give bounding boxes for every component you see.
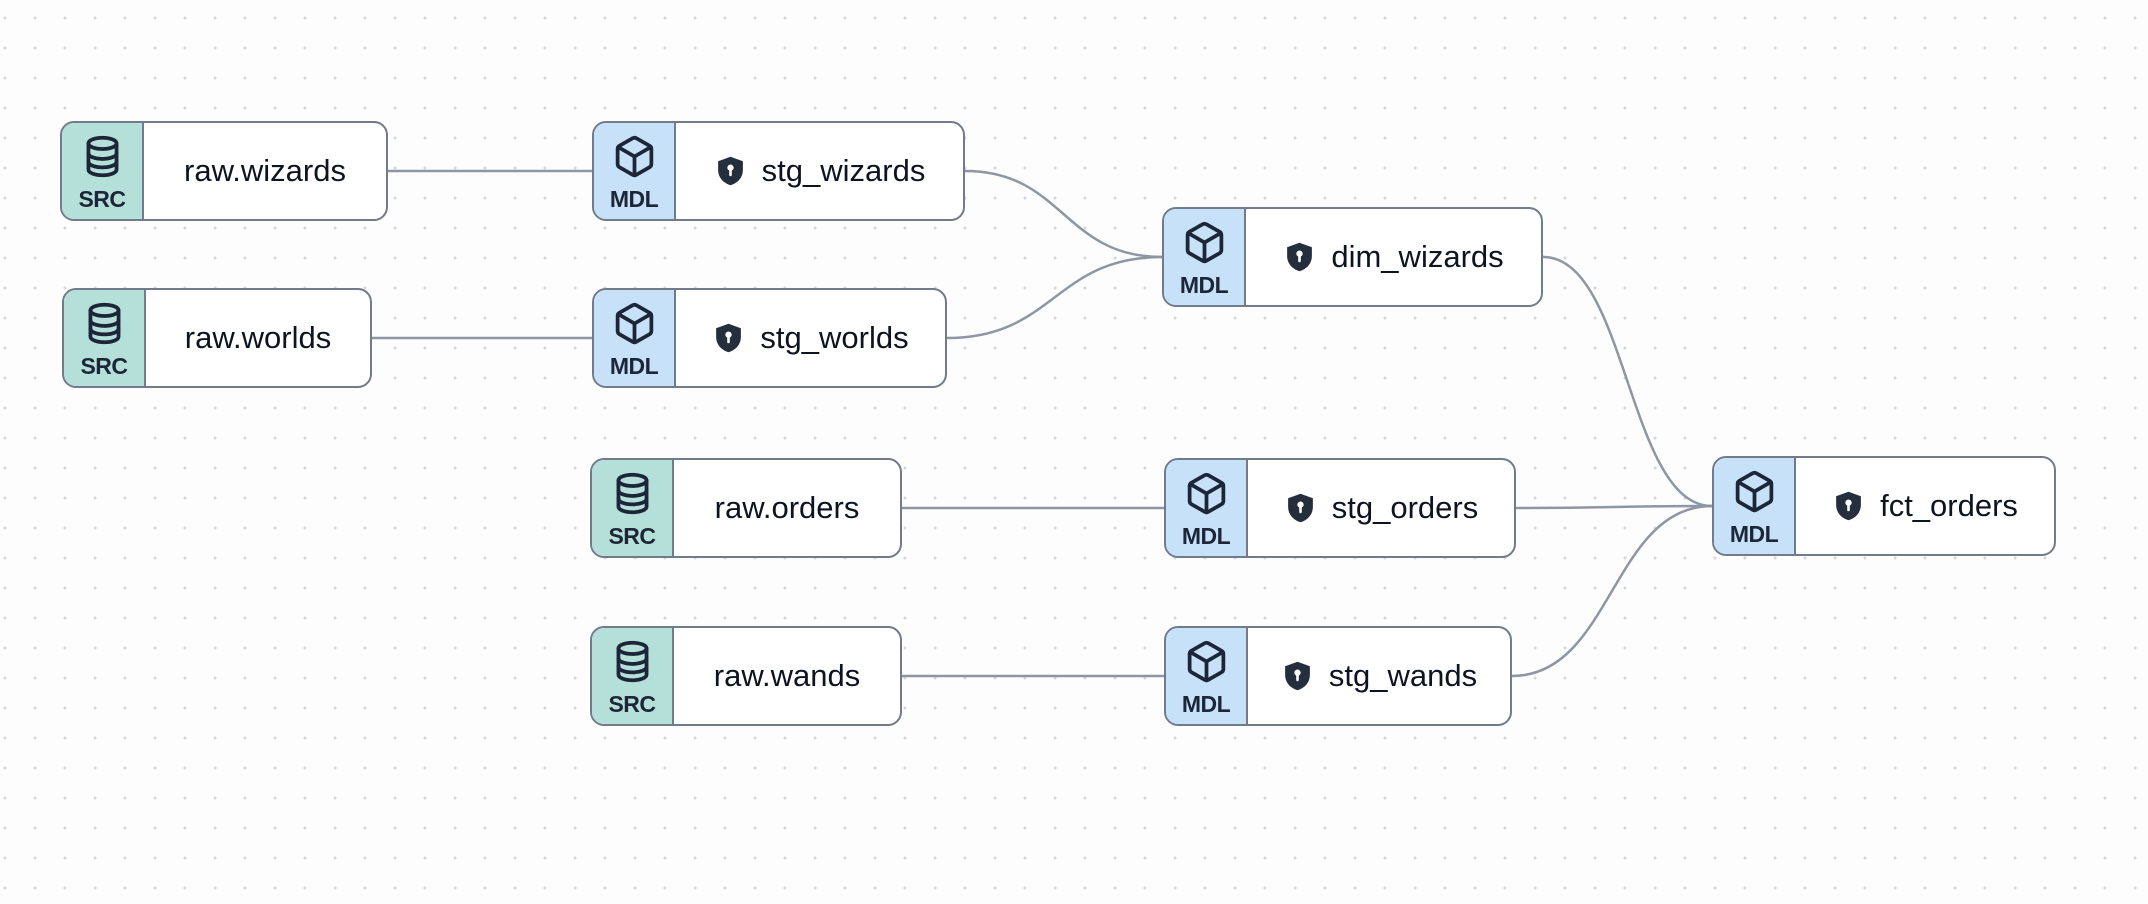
- database-icon: [82, 301, 127, 346]
- node-dim-wizards[interactable]: MDL dim_wizards: [1162, 207, 1543, 307]
- node-body: raw.orders: [674, 460, 900, 556]
- database-icon: [80, 134, 125, 179]
- model-type-panel: MDL: [1714, 458, 1796, 554]
- cube-icon: [1182, 220, 1227, 265]
- source-type-panel: SRC: [592, 628, 674, 724]
- node-stg-wands[interactable]: MDL stg_wands: [1164, 626, 1512, 726]
- node-type-badge: MDL: [1179, 272, 1229, 298]
- source-type-panel: SRC: [64, 290, 146, 386]
- node-label: dim_wizards: [1331, 239, 1504, 274]
- node-raw-wizards[interactable]: SRC raw.wizards: [60, 121, 388, 221]
- node-body: stg_worlds: [676, 290, 945, 386]
- edge-stg_orders-to-fct_orders: [1515, 504, 1713, 510]
- node-raw-worlds[interactable]: SRC raw.worlds: [62, 288, 372, 388]
- node-body: raw.wizards: [144, 123, 386, 219]
- edge-dim_wizards-to-fct_orders: [1542, 255, 1713, 508]
- node-type-badge: MDL: [1181, 691, 1231, 717]
- node-stg-wizards[interactable]: MDL stg_wizards: [592, 121, 965, 221]
- cube-icon: [612, 134, 657, 179]
- node-raw-wands[interactable]: SRC raw.wands: [590, 626, 902, 726]
- node-stg-orders[interactable]: MDL stg_orders: [1164, 458, 1516, 558]
- node-body: stg_wands: [1248, 628, 1510, 724]
- shield-lock-icon: [1284, 490, 1317, 526]
- cube-icon: [1184, 471, 1229, 516]
- node-label: raw.worlds: [184, 320, 332, 355]
- node-stg-worlds[interactable]: MDL stg_worlds: [592, 288, 947, 388]
- shield-lock-icon: [1283, 239, 1316, 275]
- node-body: stg_orders: [1248, 460, 1514, 556]
- shield-lock-icon: [712, 320, 745, 356]
- database-icon: [610, 639, 655, 684]
- node-label: stg_wands: [1328, 658, 1478, 693]
- source-type-panel: SRC: [592, 460, 674, 556]
- node-type-badge: MDL: [609, 353, 659, 379]
- shield-lock-icon: [1832, 488, 1865, 524]
- node-type-badge: SRC: [80, 353, 128, 379]
- node-label: raw.wizards: [184, 153, 346, 188]
- shield-lock-icon: [1281, 658, 1314, 694]
- model-type-panel: MDL: [1166, 460, 1248, 556]
- node-type-badge: MDL: [609, 186, 659, 212]
- node-type-badge: SRC: [608, 691, 656, 717]
- source-type-panel: SRC: [62, 123, 144, 219]
- node-label: stg_wizards: [761, 153, 926, 188]
- model-type-panel: MDL: [594, 123, 676, 219]
- edge-stg_worlds-to-dim_wizards: [946, 255, 1163, 340]
- node-type-badge: MDL: [1729, 521, 1779, 547]
- node-raw-orders[interactable]: SRC raw.orders: [590, 458, 902, 558]
- node-label: fct_orders: [1880, 488, 2018, 523]
- cube-icon: [612, 301, 657, 346]
- cube-icon: [1184, 639, 1229, 684]
- node-label: raw.wands: [713, 658, 861, 693]
- node-body: stg_wizards: [676, 123, 963, 219]
- node-body: fct_orders: [1796, 458, 2054, 554]
- shield-lock-icon: [714, 153, 747, 189]
- cube-icon: [1732, 469, 1777, 514]
- node-type-badge: MDL: [1181, 523, 1231, 549]
- node-type-badge: SRC: [78, 186, 126, 212]
- node-type-badge: SRC: [608, 523, 656, 549]
- node-label: stg_worlds: [760, 320, 909, 355]
- model-type-panel: MDL: [1166, 628, 1248, 724]
- edge-stg_wizards-to-dim_wizards: [964, 169, 1163, 259]
- model-type-panel: MDL: [1164, 209, 1246, 305]
- database-icon: [610, 471, 655, 516]
- node-label: stg_orders: [1331, 490, 1479, 525]
- node-body: raw.worlds: [146, 290, 370, 386]
- node-body: raw.wands: [674, 628, 900, 724]
- node-label: raw.orders: [714, 490, 860, 525]
- model-type-panel: MDL: [594, 290, 676, 386]
- node-body: dim_wizards: [1246, 209, 1541, 305]
- edge-stg_wands-to-fct_orders: [1511, 504, 1713, 678]
- node-fct-orders[interactable]: MDL fct_orders: [1712, 456, 2056, 556]
